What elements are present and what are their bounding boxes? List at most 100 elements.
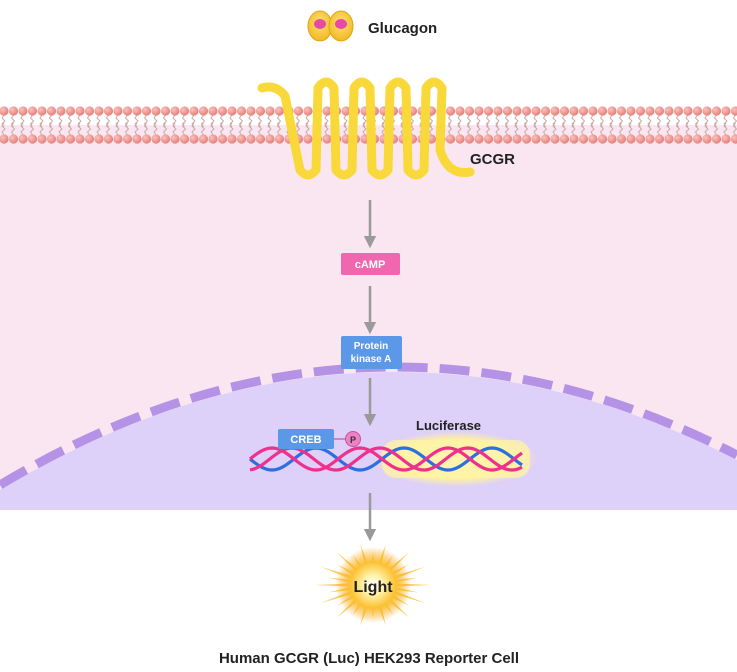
lipid-head <box>464 106 475 116</box>
phosphate-circle <box>345 431 361 447</box>
lipid-head <box>531 106 541 116</box>
lipid-head <box>654 106 665 116</box>
lipid-head <box>141 106 152 116</box>
lipid-tail <box>628 114 633 136</box>
lipid-head <box>588 106 598 116</box>
lipid-head <box>208 134 218 144</box>
diagram-caption: Human GCGR (Luc) HEK293 Reporter Cell <box>219 650 519 667</box>
lipid-head <box>179 106 190 116</box>
lipid-tail <box>552 114 557 136</box>
lipid-head <box>455 106 465 116</box>
lipid-head <box>502 134 513 144</box>
lipid-head <box>559 134 570 144</box>
lipid-tail <box>181 114 187 136</box>
lipid-head <box>75 134 85 144</box>
lipid-head <box>75 106 85 116</box>
lipid-tail <box>637 114 643 136</box>
lipid-head <box>198 106 209 116</box>
lipid-head <box>303 134 313 144</box>
lipid-tail <box>457 114 462 136</box>
lipid-head <box>27 106 38 116</box>
lipid-head <box>474 106 484 116</box>
lipid-head <box>578 134 589 144</box>
lipid-head <box>274 106 285 116</box>
lipid-head <box>37 106 47 116</box>
lipid-head <box>46 134 57 144</box>
lipid-head <box>540 106 551 116</box>
lipid-head <box>692 134 703 144</box>
lipid-head <box>455 134 465 144</box>
lipid-head <box>711 106 722 116</box>
lipid-head <box>198 134 209 144</box>
lipid-tail <box>561 114 567 136</box>
lipid-head <box>664 134 674 144</box>
lipid-head <box>8 134 19 144</box>
lipid-head <box>550 106 560 116</box>
lipid-head <box>654 134 665 144</box>
gcgr-receptor <box>257 77 475 180</box>
lipid-head <box>597 134 608 144</box>
lipid-head <box>8 106 19 116</box>
lipid-head <box>170 106 180 116</box>
lipid-head <box>217 134 228 144</box>
lipid-head <box>730 134 737 144</box>
lipid-tail <box>685 114 690 136</box>
lipid-head <box>645 106 655 116</box>
lipid-head <box>56 106 66 116</box>
lipid-tail <box>77 114 82 136</box>
lipid-head <box>664 106 674 116</box>
lipid-head <box>702 134 712 144</box>
lipid-head <box>84 106 95 116</box>
lipid-head <box>721 106 731 116</box>
lipid-head <box>18 134 28 144</box>
lipid-head <box>597 106 608 116</box>
lipid-head <box>103 106 114 116</box>
lipid-head <box>27 134 38 144</box>
lipid-head <box>227 106 237 116</box>
lipid-tail <box>58 114 63 136</box>
lipid-head <box>265 106 275 116</box>
lipid-head <box>122 106 133 116</box>
lipid-head <box>474 134 484 144</box>
lipid-head <box>179 134 190 144</box>
lipid-head <box>46 106 57 116</box>
lipid-head <box>255 134 266 144</box>
lipid-head <box>569 106 579 116</box>
glucagon-molecule-icon <box>307 10 354 42</box>
nucleus <box>0 371 737 510</box>
lipid-head <box>255 106 266 116</box>
lipid-head <box>141 134 152 144</box>
lipid-head <box>512 134 522 144</box>
lipid-tail <box>39 114 44 136</box>
lipid-tail <box>542 114 548 136</box>
lipid-head <box>113 106 123 116</box>
pka-label-line1: Protein <box>354 341 388 352</box>
lipid-tail <box>191 114 196 136</box>
lipid-head <box>578 106 589 116</box>
dna-strand <box>249 446 523 472</box>
lipid-head <box>293 106 304 116</box>
lipid-head <box>635 106 646 116</box>
lipid-tail <box>305 114 310 136</box>
lipid-head <box>56 134 66 144</box>
lipid-head <box>94 106 104 116</box>
lipid-head <box>626 106 636 116</box>
lipid-tail <box>599 114 605 136</box>
lipid-tail <box>523 114 529 136</box>
lipid-tail <box>238 114 244 136</box>
lipid-tail <box>10 114 16 136</box>
lipid-tail <box>447 114 453 136</box>
lipid-tail <box>257 114 263 136</box>
lipid-head <box>236 106 247 116</box>
light-label: Light <box>353 579 393 596</box>
lipid-head <box>721 134 731 144</box>
lipid-tail <box>248 114 253 136</box>
lipid-head <box>94 134 104 144</box>
lipid-head <box>569 134 579 144</box>
lipid-head <box>550 134 560 144</box>
lipid-tail <box>618 114 624 136</box>
lipid-tail <box>428 114 434 136</box>
lipid-tail <box>229 114 234 136</box>
lipid-tail <box>67 114 73 136</box>
lipid-head <box>445 106 456 116</box>
